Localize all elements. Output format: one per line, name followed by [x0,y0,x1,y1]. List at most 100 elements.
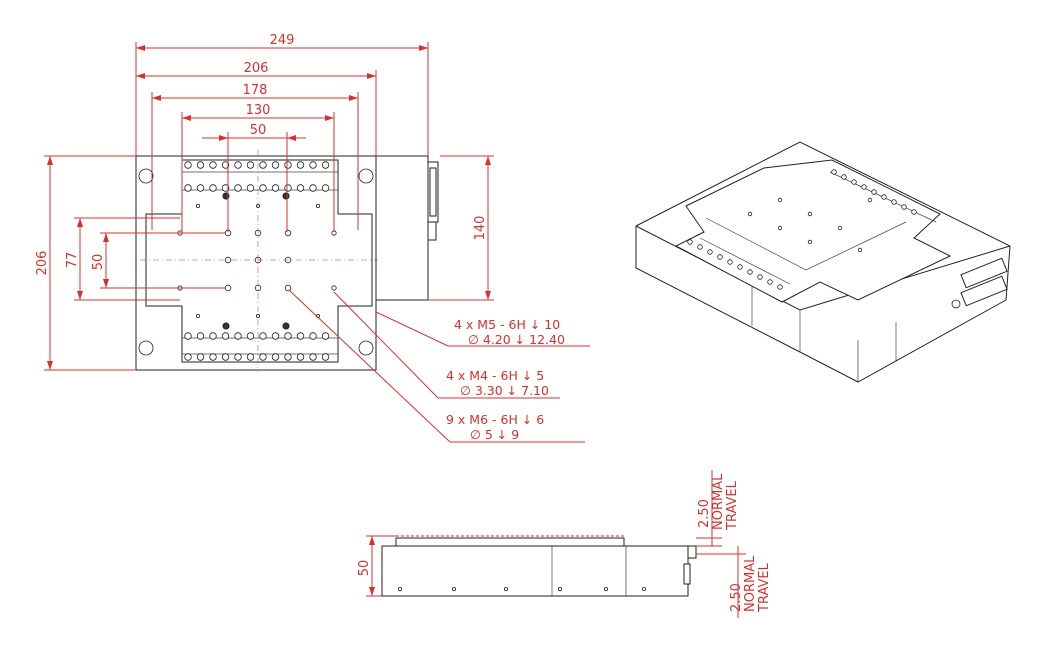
iso-connector-2 [960,275,1008,307]
hole-callouts: 4 x M5 - 6H ↓ 10 ∅ 4.20 ↓ 12.40 4 x M4 -… [446,317,565,442]
side-screw [642,587,647,592]
iso-screw [747,269,753,275]
dim-label-77: 77 [65,252,80,269]
screw-hole [246,184,255,192]
callout-m6-line1: 9 x M6 - 6H ↓ 6 [446,412,544,427]
side-screw [397,587,402,592]
iso-screw [911,209,917,215]
screw-hole [246,332,255,340]
travel-down-value: 2.50 [729,583,744,612]
callout-m4-line1: 4 x M4 - 6H ↓ 5 [446,368,544,383]
screw-hole [184,184,192,192]
motor-housing [371,155,429,301]
screw-hole [296,353,305,361]
screw-hole [234,353,242,361]
iso-screw [867,197,873,203]
small-hole [195,203,200,208]
screw-hole [309,184,317,192]
dimension-50-v: 50 [91,232,226,289]
side-cable-gland [683,563,691,585]
iso-screw [737,264,743,270]
side-screw [558,587,563,592]
iso-screw [757,274,763,280]
dim-label-50-v: 50 [91,254,106,271]
m4-hole [282,322,290,330]
screw-hole [284,332,292,340]
screw-hole [271,161,280,169]
m6-hole [284,229,292,237]
screw-hole [234,161,242,169]
travel-up-value: 2.50 [697,499,712,528]
screw-hole [259,353,267,361]
iso-screw [777,284,783,290]
dimension-side-50: 50 [357,535,396,597]
screw-hole [209,184,217,192]
dim-label-130: 130 [246,103,271,118]
screw-hole [284,184,292,192]
small-hole [195,313,200,318]
side-view: 50 2.50 NORMAL TRAVEL 2.50 NORMAL TRAVEL [357,470,772,618]
screw-hole [221,332,230,340]
screw-hole [271,184,280,192]
iso-cable-gland [951,299,961,309]
screw-hole [246,161,255,169]
iso-screw [807,211,813,217]
screw-hole [296,161,305,169]
travel-down-label2: TRAVEL [757,562,772,613]
corner-hole [358,168,374,184]
side-screw [451,587,456,592]
screw-hole [321,184,330,192]
dimension-178: 178 [151,83,359,230]
corner-hole [358,340,374,356]
m4-hole [282,192,290,200]
screw-hole [296,332,305,340]
dimension-77: 77 [65,217,180,301]
screw-hole [184,161,192,169]
travel-up-label2: TRAVEL [725,480,740,531]
screw-hole [284,353,292,361]
callout-m5-line1: 4 x M5 - 6H ↓ 10 [454,317,560,332]
screw-hole [321,161,330,169]
screw-hole [246,353,255,361]
iso-screw-holes [687,169,917,290]
iso-screw [687,239,693,245]
dim-label-178: 178 [243,83,268,98]
iso-screw [707,249,713,255]
screw-hole [196,184,205,192]
screw-hole [221,184,230,192]
screw-hole [309,353,317,361]
isometric-view [635,141,1011,383]
dim-label-140: 140 [473,216,488,241]
iso-screw [831,169,837,175]
dimension-206-v: 206 [35,155,136,371]
iso-screw [891,199,897,205]
screw-hole [309,161,317,169]
screw-hole [196,332,205,340]
iso-stage-top [674,159,952,303]
iso-screw [837,225,843,231]
dimension-206-h: 206 [136,61,377,156]
dimension-249: 249 [135,33,429,156]
screw-hole [196,161,205,169]
iso-screw [861,184,867,190]
side-stage-plate [395,537,625,547]
side-connector [687,545,697,559]
dimension-travel-up: 2.50 NORMAL TRAVEL [696,470,740,547]
travel-down-label1: NORMAL [743,555,758,612]
iso-screw [871,189,877,195]
screw-hole [259,332,267,340]
callout-m4-line2: ∅ 3.30 ↓ 7.10 [460,383,549,398]
iso-screw [747,211,753,217]
screw-hole [296,184,305,192]
screw-hole [209,332,217,340]
m6-hole [284,284,292,292]
dimension-140: 140 [428,155,494,301]
side-screw [604,587,609,592]
screw-hole [196,353,205,361]
iso-screw [807,239,813,245]
iso-screw [717,254,723,260]
screw-holes [184,161,330,361]
dim-label-206-v: 206 [35,251,50,276]
cable-gland [427,221,437,241]
dim-label-249: 249 [270,33,295,48]
